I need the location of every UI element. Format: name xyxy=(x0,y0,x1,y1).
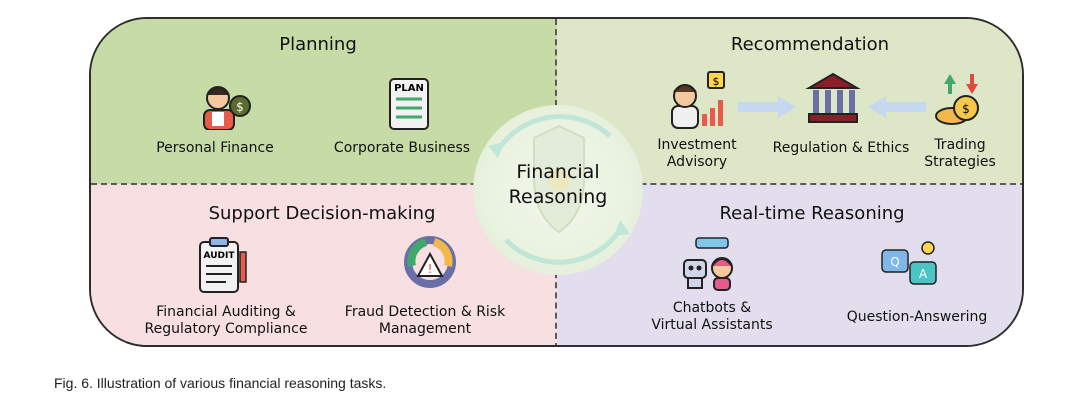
financial-auditing-line2: Regulatory Compliance xyxy=(144,321,308,337)
chatbots-label: Chatbots & Virtual Assistants xyxy=(651,300,772,334)
chatbots-line1: Chatbots & xyxy=(672,300,752,316)
recommendation-title: Recommendation xyxy=(730,34,890,55)
advisory-dollar-text: $ xyxy=(713,75,720,88)
personal-finance-label: Personal Finance xyxy=(156,140,274,156)
cycle-arrows-icon xyxy=(488,114,630,265)
svg-text:!: ! xyxy=(428,262,433,276)
regulation-ethics-label: Regulation & Ethics xyxy=(772,140,910,156)
fraud-gauge-icon: ! xyxy=(404,236,456,288)
figure-caption: Fig. 6. Illustration of various financia… xyxy=(54,375,387,391)
trading-strategies-line1: Trading xyxy=(934,137,986,153)
fraud-detection-line2: Management xyxy=(378,321,472,337)
personal-finance-icon: $ xyxy=(203,86,251,130)
financial-auditing-label: Financial Auditing & Regulatory Complian… xyxy=(145,304,308,338)
chatbot-assistant-icon xyxy=(683,237,733,291)
investment-advisory-line2: Advisory xyxy=(666,154,728,170)
investment-advisory-label: Investment Advisory xyxy=(657,137,736,171)
chatbots-line2: Virtual Assistants xyxy=(651,317,773,333)
trading-coins-icon: $ xyxy=(935,74,979,125)
audit-icon-text: AUDIT xyxy=(204,251,236,261)
investment-advisory-line1: Investment xyxy=(657,137,737,153)
center-label: Financial Reasoning xyxy=(509,160,608,210)
center-label-line1: Financial xyxy=(516,161,600,183)
coin-dollar-text: $ xyxy=(962,102,970,116)
investment-advisory-icon: $ xyxy=(671,71,725,129)
center-label-line2: Reasoning xyxy=(508,186,608,208)
qa-a-text: A xyxy=(919,267,928,281)
audit-clipboard-icon: AUDIT xyxy=(199,237,247,293)
center-shield-icon xyxy=(533,124,585,234)
arrow-left-icon xyxy=(868,96,926,118)
corporate-business-label: Corporate Business xyxy=(333,140,471,156)
qa-q-text: Q xyxy=(890,255,899,269)
trading-strategies-label: Trading Strategies xyxy=(924,137,996,171)
arrow-right-icon xyxy=(738,96,796,118)
question-answer-icon: Q A xyxy=(881,241,937,285)
dollar-sign-text: $ xyxy=(236,100,244,114)
realtime-title: Real-time Reasoning xyxy=(719,203,905,224)
financial-auditing-line1: Financial Auditing & xyxy=(156,304,296,320)
bank-building-icon xyxy=(805,72,861,123)
plan-checklist-icon: PLAN xyxy=(389,78,429,130)
fraud-detection-line1: Fraud Detection & Risk xyxy=(344,304,506,320)
support-title: Support Decision-making xyxy=(208,203,436,224)
trading-strategies-line2: Strategies xyxy=(924,154,996,170)
fraud-detection-label: Fraud Detection & Risk Management xyxy=(345,304,505,338)
plan-icon-text: PLAN xyxy=(394,83,424,94)
question-answering-label: Question-Answering xyxy=(846,309,988,325)
planning-title: Planning xyxy=(279,34,357,55)
